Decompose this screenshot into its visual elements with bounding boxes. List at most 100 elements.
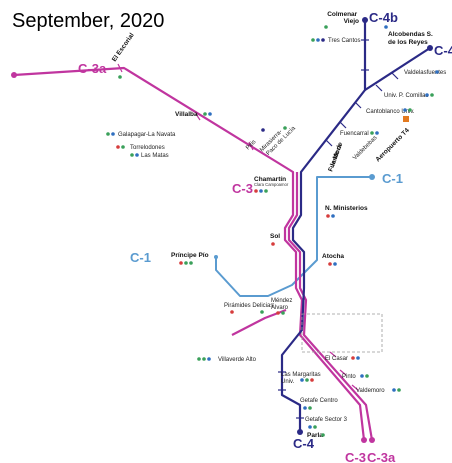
terminal-dots (11, 17, 433, 443)
parking-icon (259, 189, 263, 193)
parking-icon (308, 425, 312, 429)
parking-icon (208, 112, 212, 116)
station-chamartin-sub: Clara Campoamor (254, 182, 289, 187)
bus-icon (264, 189, 268, 193)
line-c1 (215, 176, 372, 297)
line-label-c1-east: C-1 (382, 171, 403, 186)
metro-icon (326, 214, 330, 218)
parking-icon (303, 406, 307, 410)
station-villalba: Villalba (175, 111, 198, 118)
bus-icon (283, 126, 287, 130)
station-atocha: Atocha (322, 253, 344, 260)
bus-icon (321, 433, 325, 437)
parking-icon (135, 153, 139, 157)
station-n-ministerios: N. Ministerios (325, 205, 368, 212)
line-label-c3a-south: C-3a (367, 450, 396, 463)
bus-icon (203, 112, 207, 116)
bus-icon (130, 153, 134, 157)
bus-icon (197, 357, 201, 361)
metro-icon (230, 310, 234, 314)
station-pinto: Pinto (342, 374, 356, 380)
station-mendez-alvaro: Méndez Álvaro (271, 298, 294, 311)
line-label-c3a-top: C-3a (78, 61, 107, 76)
station-principe-pio: Príncipe Pío (171, 252, 209, 259)
metro-icon (261, 128, 265, 132)
interchange-icons (106, 25, 439, 437)
bus-icon (313, 425, 317, 429)
terminal-c1-east (369, 174, 375, 180)
parking-icon (316, 38, 320, 42)
metro-icon (254, 189, 258, 193)
station-aeropuerto: Aeropuerto T4 (374, 127, 411, 164)
station-las-margaritas-l2: Univ. (281, 379, 295, 385)
metro-icon (271, 242, 275, 246)
station-colmenar-l1: Colmenar (327, 11, 357, 18)
line-label-c3-chamartin: C-3 (232, 181, 253, 196)
metro-icon (179, 261, 183, 265)
terminal-alcobendas (427, 45, 433, 51)
station-sol: Sol (270, 233, 280, 240)
line-label-c3-south: C-3 (345, 450, 366, 463)
line-label-c1-west: C-1 (130, 250, 151, 265)
station-ticks (278, 39, 399, 419)
station-mendez-alvaro-l2: Álvaro (271, 304, 289, 311)
station-tres-cantos: Tres Cantos (328, 38, 360, 44)
bus-icon (324, 25, 328, 29)
station-torrelodones: Torrelodones (130, 145, 165, 151)
bus-icon (118, 75, 122, 79)
station-el-casar: El Casar (325, 356, 348, 362)
parking-icon (333, 262, 337, 266)
station-labels: Colmenar Viejo Alcobendas S. de los Reye… (111, 11, 446, 439)
bus-icon (106, 132, 110, 136)
station-ticks-c3 (117, 63, 359, 391)
parking-icon (375, 131, 379, 135)
terminal-principe-pio (214, 255, 218, 259)
bus-icon (260, 310, 264, 314)
station-villaverde: Villaverde Alto (218, 357, 257, 363)
metro-icon (321, 38, 325, 42)
station-getafe-sector3: Getafe Sector 3 (305, 417, 348, 423)
parking-icon (300, 378, 304, 382)
line-label-c4b: C-4b (369, 10, 398, 25)
bus-icon (430, 93, 434, 97)
station-mendez-alvaro-l1: Méndez (271, 298, 292, 304)
station-las-margaritas: Las Margaritas Univ. (281, 372, 322, 385)
terminal-parla (297, 429, 303, 435)
bus-icon (189, 261, 193, 265)
metro-icon (328, 262, 332, 266)
line-labels: C-3a C-4b C-4 C-3 C-1 C-1 C-4 C-3 C-3a (78, 10, 452, 463)
station-getafe-centro: Getafe Centro (300, 398, 338, 404)
station-fuencarral: Fuencarral (340, 131, 369, 137)
station-valdelasfuentes: Valdelasfuentes (404, 70, 446, 76)
station-parla: Parla (307, 432, 323, 439)
station-colmenar-l2: Viejo (344, 18, 359, 25)
station-valdemoro: Valdemoro (356, 388, 385, 394)
parking-icon (392, 388, 396, 392)
bus-icon (397, 388, 401, 392)
terminal-west (11, 72, 17, 78)
station-alcobendas-l1: Alcobendas S. (388, 31, 433, 38)
bus-icon (365, 374, 369, 378)
bus-icon (121, 145, 125, 149)
station-cantoblanco: Cantoblanco Univ. (366, 109, 415, 115)
line-c4 (280, 20, 431, 432)
terminal-c3 (361, 437, 367, 443)
station-piramides: Pirámides Delicias (224, 303, 273, 309)
bus-icon (370, 131, 374, 135)
station-las-margaritas-l1: Las Margaritas (281, 372, 321, 378)
bus-icon (281, 311, 285, 315)
bus-icon (308, 406, 312, 410)
metro-icon (310, 378, 314, 382)
parking-icon (403, 108, 407, 112)
taxi-icon (116, 145, 120, 149)
airport-icon (403, 116, 409, 122)
station-univ-comillas: Univ. P. Comillas (384, 93, 428, 99)
metro-icon (276, 311, 280, 315)
station-alcobendas-l2: de los Reyes (388, 39, 428, 46)
station-chamartin: Chamartín (254, 176, 286, 183)
parking-icon (360, 374, 364, 378)
parking-icon (435, 70, 439, 74)
station-las-matas: Las Matas (141, 153, 169, 159)
parking-icon (425, 93, 429, 97)
